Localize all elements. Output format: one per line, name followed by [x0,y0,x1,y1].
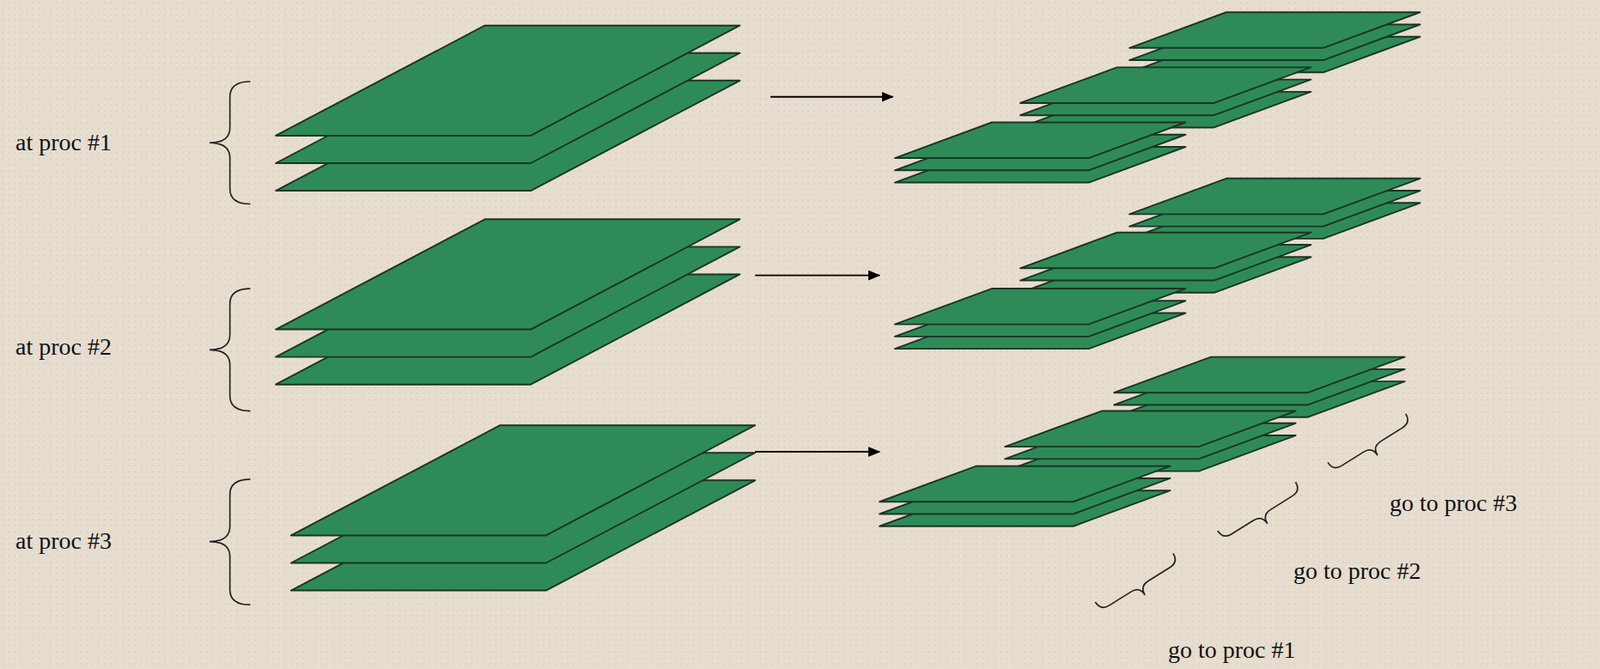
data-plane [879,466,1170,503]
data-plane [291,425,755,536]
data-plane [894,288,1186,325]
brace [1217,481,1307,548]
data-plane [1129,12,1420,49]
data-plane [1020,66,1311,104]
brace [209,81,251,205]
processor-label: at proc #2 [15,333,112,361]
data-plane [1004,411,1296,448]
processor-label: at proc #3 [15,527,112,555]
processor-label: go to proc #1 [1168,636,1296,664]
data-plane [894,122,1186,159]
data-plane [1113,357,1405,394]
arrow [770,96,894,98]
brace [209,479,251,605]
brace [1327,413,1417,481]
data-plane [1129,178,1420,215]
processor-label: go to proc #3 [1389,489,1518,518]
brace [209,288,251,412]
processor-label: at proc #1 [15,128,112,157]
brace [1095,553,1184,620]
data-plane [275,25,740,136]
processor-label: go to proc #2 [1293,557,1422,585]
data-plane [1020,232,1311,269]
arrow [754,274,880,277]
arrow [754,450,880,453]
data-plane [275,219,740,329]
